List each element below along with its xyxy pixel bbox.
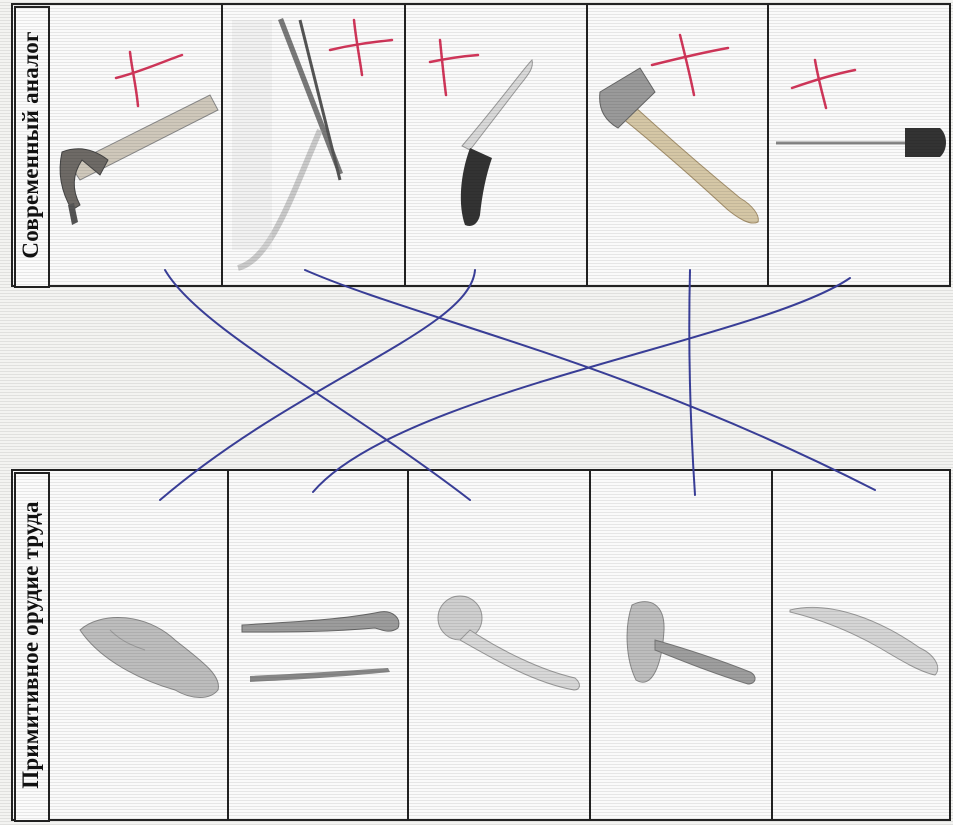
match-line-5 bbox=[313, 278, 850, 492]
modern-header: Современный аналог bbox=[18, 20, 44, 270]
modern-header-cell: Современный аналог bbox=[14, 6, 50, 288]
primitive-header-cell: Примитивное орудие труда bbox=[14, 472, 50, 822]
match-line-4 bbox=[689, 270, 695, 495]
match-line-1 bbox=[165, 270, 470, 500]
matching-lines bbox=[160, 270, 875, 500]
modern-table bbox=[12, 4, 950, 286]
match-line-3 bbox=[160, 270, 475, 500]
primitive-header: Примитивное орудие труда bbox=[18, 494, 44, 796]
match-line-2 bbox=[305, 270, 875, 490]
